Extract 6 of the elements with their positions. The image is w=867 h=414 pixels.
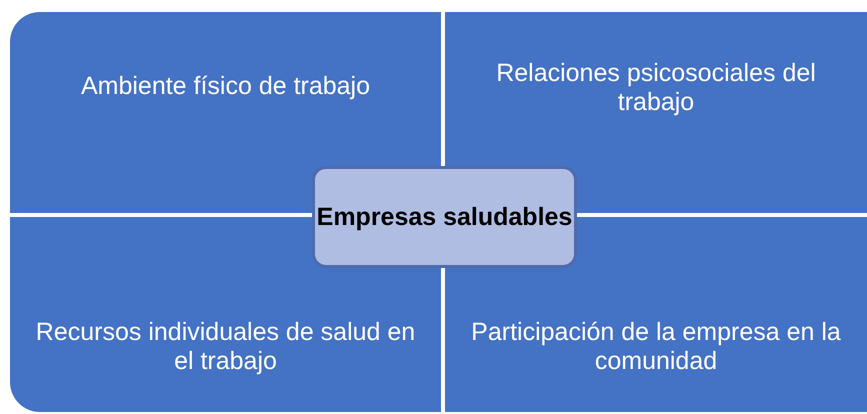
quadrant-title: Recursos individuales de salud en el trabajo: [34, 318, 416, 376]
center-title: Empresas saludables: [316, 202, 572, 232]
quadrant-title: Participación de la empresa en la comunidad: [470, 318, 842, 376]
quadrant-title: Relaciones psicosociales del trabajo: [495, 59, 817, 117]
quadrant-title: Ambiente físico de trabajo: [80, 72, 370, 101]
center-box: [312, 166, 577, 268]
